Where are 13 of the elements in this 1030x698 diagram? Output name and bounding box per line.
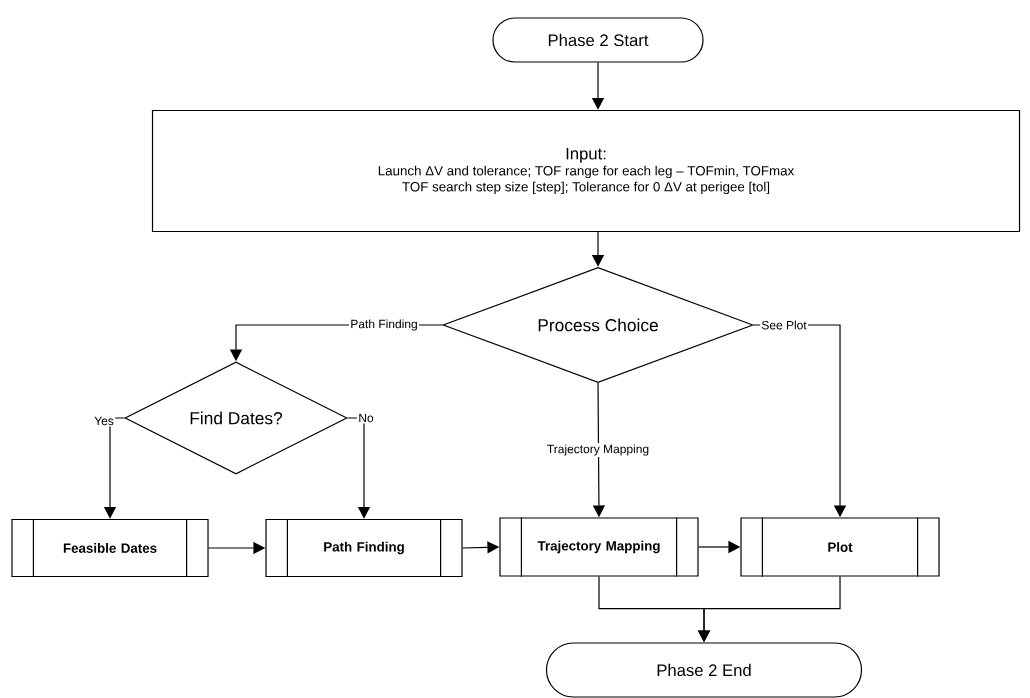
edge-label: Path Finding [349,318,420,332]
subprocess-box: Feasible Dates [11,518,209,578]
edge-label: No [357,412,375,424]
input-box: Input: Launch ΔV and tolerance; TOF range for each leg – TOFmin, TOFmax TOF search step size [step]; Tolerance for 0 ΔV at perigee [tol] [151,109,1021,233]
edge-label: Yes [92,415,116,427]
arrow [347,417,371,519]
subprocess-box: Trajectory Mapping [499,516,699,578]
terminal-box: Phase 2 Start [492,17,704,63]
edge-label: See Plot [760,319,808,331]
terminal-box: Phase 2 End [545,642,863,698]
subprocess-box: Path Finding [265,518,463,578]
edge-label: Trajectory Mapping [545,443,651,457]
subprocess-box: Plot [740,516,940,578]
